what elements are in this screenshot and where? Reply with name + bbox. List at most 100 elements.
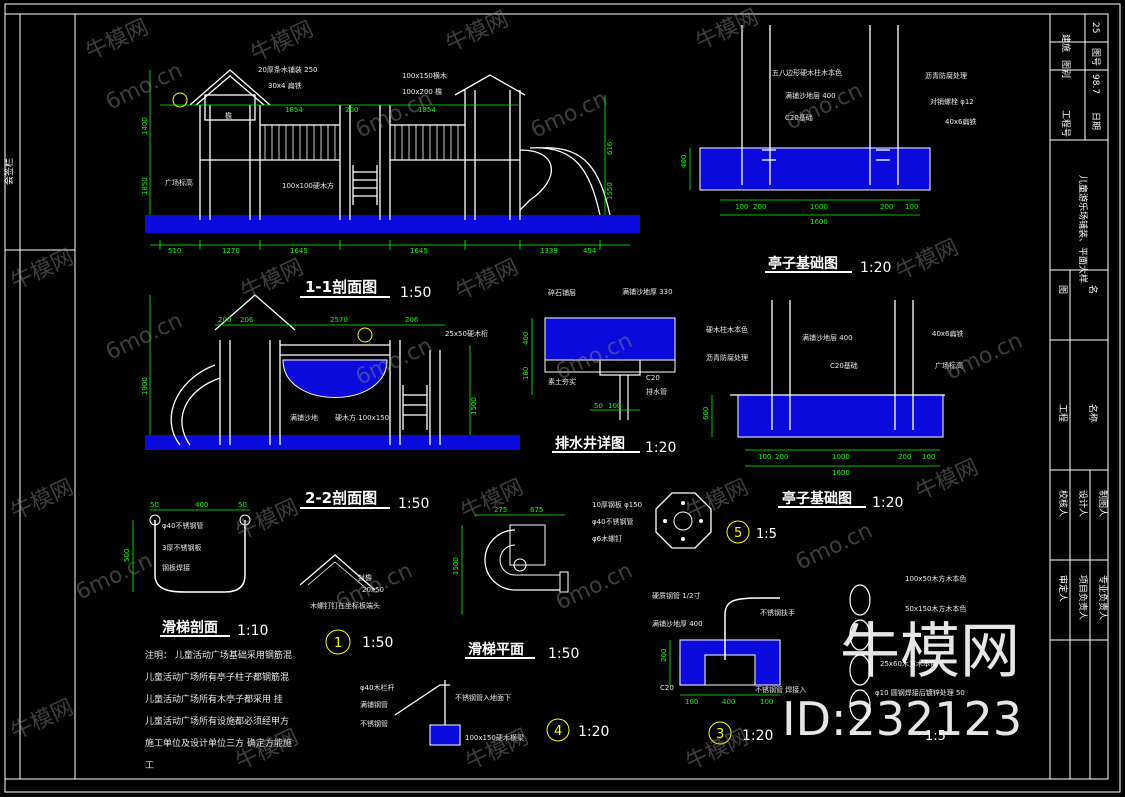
pav2-label-plaza: 广场标高 [935,361,963,370]
drain-label-gravel: 碎石铺层 [548,288,576,297]
s2-annotations: 25x50硬木桁 满铺沙地 硬木方 100x150 [290,329,488,422]
tb-drawing-name-b: 名 [1087,285,1099,294]
slide-dim-2: 400 [195,501,208,509]
drain-dimensions: 400 180 50 100 [522,332,621,410]
slide-profile [154,520,246,593]
s1-dim-bottom-5: 1339 [540,247,558,255]
detail-2: 100x50木方木本色 50x150木方木本色 25x60木方木本色 φ10 圆… [849,574,966,744]
d5-label-pipe: φ40不锈钢管 [592,517,634,526]
s1-dim-bottom-3: 1645 [290,247,308,255]
d5-hole-1 [681,501,685,505]
slide-dimensions: 50 400 50 500 [123,501,247,562]
slide-dim-v1: 500 [123,549,131,562]
s1-annotations: 20厚条木铺装 250 30x4 扁铁 100x150横木 100x200 檐 … [165,65,447,190]
sp-spiral-inner [499,544,560,576]
s2-dim-lines [149,295,471,435]
sp-dimensions: 275 675 1500 [452,506,543,575]
drain-label-c20: C20 [646,374,660,382]
s2-dimensions: 200 206 2570 206 1900 1500 [141,316,478,415]
s2-label-sand: 满铺沙地 [290,413,318,422]
d5-hole-3 [663,519,667,523]
slide-label-pipe: φ40不锈钢管 [162,521,204,530]
drain-dim-v1: 400 [522,332,530,345]
drain-title: 排水井详图 [555,435,625,452]
pav1-dim-4: 200 [880,203,893,211]
s2-section-marker [357,327,373,343]
pav1-dimensions: 100 200 1000 200 100 1600 400 [680,155,918,226]
sp-dim-2: 675 [530,506,543,514]
slide-plan-scale: 1:50 [548,646,579,662]
d5-label-plate: 10厚钢板 φ150 [592,500,642,509]
d5-hole-4 [699,519,703,523]
s2-ground-fill [145,435,520,450]
note-line-3: 儿童活动广场所有木亭子都采用 挂 [145,693,283,705]
pav2-dimensions: 100 200 1000 200 100 1600 600 [702,407,935,477]
tb-role-project-lead: 项目负责人 [1077,575,1089,620]
pav1-label-flatbar: 40x6扁铁 [945,117,977,126]
tb-role-drafter: 制图人 [1097,490,1109,517]
pav1-dim-6: 1600 [810,218,828,226]
watermark-brand-large: 牛模网 [840,617,1020,687]
note-line-2: 儿童活动广场所有亭子柱子都钢筋混 [145,671,289,683]
d5-hole-2 [681,537,685,541]
drain-pit [599,360,641,420]
d3-dim-1: 100 [685,698,698,706]
tb-drawing-number: 图号 [1090,48,1101,66]
tb-drawing-class: 建施 [1060,34,1072,52]
d4-number: 4 [554,724,562,739]
general-notes: 注明： 儿童活动广场基础采用钢筋混 儿童活动广场所有亭子柱子都钢筋混 儿童活动广… [145,649,292,771]
d3-scale: 1:20 [742,728,773,744]
d3-label-pipe: 硬质钢管 1/2寸 [652,591,701,600]
drain-dim-v2: 180 [522,367,530,380]
drain-dim-h1: 50 [594,402,603,410]
d3-handrail [724,597,780,660]
s1-dim-bottom-1: 510 [168,247,181,255]
drain-scale: 1:20 [645,440,676,456]
s2-structure [170,294,441,446]
pav1-footing [699,147,931,191]
detail-4: φ40木栏杆 满铺钢管 不锈钢管 不锈钢管入地面下 100x150硬木横梁 4 … [360,680,609,746]
tb-role-designer: 设计人 [1077,490,1089,517]
slide-dim-3: 50 [238,501,247,509]
tb-date: 日期 [1090,112,1101,130]
s1-label-crossbeam: 100x150横木 [402,71,447,80]
tb-project-no: 工程号 [1060,110,1071,137]
countersign-label: 会签栏 [3,158,15,185]
drain-label-soil: 素土夯实 [548,377,576,386]
d3-annotations: 硬质钢管 1/2寸 满铺沙地厚 400 不锈钢扶手 C20 不锈钢管 焊接入 [652,591,806,694]
slide-annotations: φ40不锈钢管 3厚不锈钢板 钢板焊接 [162,521,204,572]
d1-detail-marker [325,629,351,655]
note-line-6: 工 [145,761,154,771]
s1-label-eave-left: 檐 [225,111,232,120]
d5-number: 5 [734,526,742,541]
pav2-label-concrete: C20基础 [830,361,858,370]
pav2-dim-lines [711,395,940,467]
tb-role-checker: 校核人 [1057,490,1069,517]
tb-drawing-name-a: 图 [1057,285,1068,294]
detail-3: 100 400 100 200 硬质钢管 1/2寸 满铺沙地厚 400 不锈钢扶… [652,591,806,745]
detail-1: 封檐 20x50 木螺钉钉在坐标板端头 1 1:50 [299,554,393,655]
d3-label-sand: 满铺沙地厚 400 [652,619,703,628]
s1-dim-top-3: 1854 [418,106,436,114]
pav1-label-post: 五八边形硬木柱木本色 [772,68,842,77]
slide-plan: 275 675 1500 滑梯平面 1:50 [452,506,579,662]
watermark-id: ID:232123 [782,692,1022,746]
s1-section-marker [172,92,188,108]
pav2-title: 亭子基础图 [782,490,852,507]
s1-dim-left-2: 1850 [141,177,149,195]
pav2-footing [737,394,944,438]
d4-label-ground: 不锈钢管入地面下 [455,693,511,702]
slide-dim-lines [132,509,250,592]
s1-dim-right-1: 616 [606,141,614,155]
d5-label-screw: φ6木螺钉 [592,534,622,543]
drain-dim-h2: 100 [608,402,621,410]
pav1-title: 亭子基础图 [768,255,838,272]
drain-base [544,359,676,373]
s1-label-decking: 20厚条木铺装 250 [258,65,318,74]
pav2-dim-2: 200 [775,453,788,461]
s2-label-rail: 25x50硬木桁 [445,329,488,338]
pav2-dim-4: 200 [898,453,911,461]
note-line-1: 注明： 儿童活动广场基础采用钢筋混 [145,649,292,661]
d2-label-c: 25x60木方木本色 [880,659,937,668]
